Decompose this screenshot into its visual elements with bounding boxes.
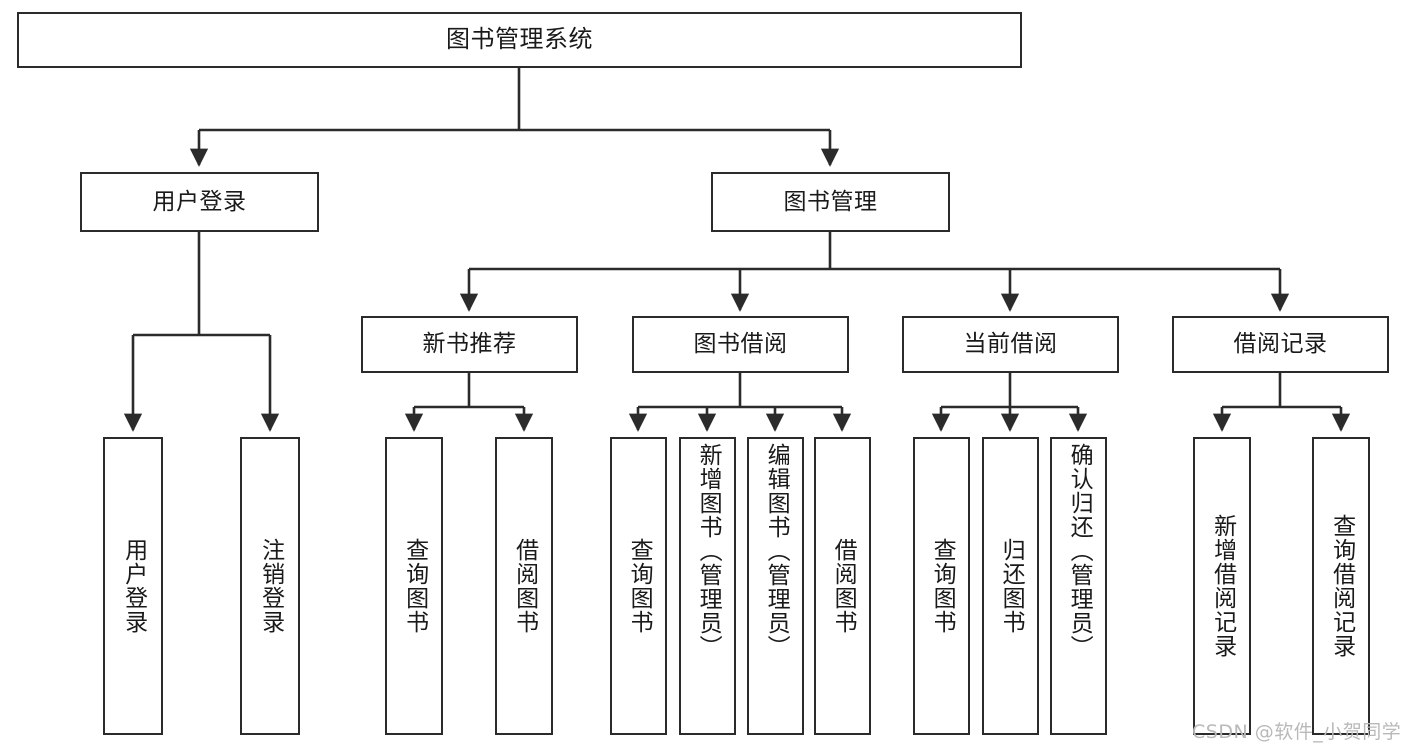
leaf-text-wrap: 借阅图书 xyxy=(497,439,551,733)
node-label: 归还图书 xyxy=(998,538,1025,634)
node-leaf-query-book-current[interactable]: 查询图书 xyxy=(913,437,970,735)
leaf-text-wrap: 借阅图书 xyxy=(816,439,869,733)
leaf-text-wrap: 归还图书 xyxy=(984,439,1037,733)
node-new-book-recommend[interactable]: 新书推荐 xyxy=(361,316,578,373)
node-leaf-borrow-book-recommend[interactable]: 借阅图书 xyxy=(495,437,553,735)
node-user-login[interactable]: 用户登录 xyxy=(80,172,319,232)
leaf-text-wrap: 查询借阅记录 xyxy=(1314,439,1368,733)
node-label: 查询图书 xyxy=(626,538,653,634)
node-label: 编辑图书（管理员） xyxy=(763,443,790,659)
node-label: 借阅图书 xyxy=(511,538,538,634)
node-label: 注销登录 xyxy=(257,538,284,634)
node-label: 当前借阅 xyxy=(963,331,1058,358)
node-leaf-edit-book-admin[interactable]: 编辑图书（管理员） xyxy=(747,437,804,735)
node-label: 借阅记录 xyxy=(1233,331,1328,358)
node-borrow-record[interactable]: 借阅记录 xyxy=(1172,316,1389,373)
node-label: 用户登录 xyxy=(120,538,147,634)
leaf-text-wrap: 注销登录 xyxy=(242,439,298,733)
node-leaf-add-borrow-record[interactable]: 新增借阅记录 xyxy=(1193,437,1251,735)
node-label: 查询图书 xyxy=(401,538,428,634)
leaf-text-wrap: 编辑图书（管理员） xyxy=(749,439,802,737)
leaf-text-wrap: 查询图书 xyxy=(387,439,441,733)
leaf-text-wrap: 新增图书（管理员） xyxy=(681,439,734,737)
node-leaf-confirm-return-admin[interactable]: 确认归还（管理员） xyxy=(1050,437,1107,735)
node-label: 新增图书（管理员） xyxy=(695,443,722,659)
node-label: 图书管理系统 xyxy=(446,25,593,54)
node-book-management[interactable]: 图书管理 xyxy=(711,172,950,232)
node-leaf-add-book-admin[interactable]: 新增图书（管理员） xyxy=(679,437,736,735)
node-label: 查询借阅记录 xyxy=(1328,514,1355,658)
node-leaf-query-book[interactable]: 查询图书 xyxy=(610,437,667,735)
node-book-borrow[interactable]: 图书借阅 xyxy=(632,316,849,373)
node-label: 图书借阅 xyxy=(693,331,788,358)
node-leaf-return-book[interactable]: 归还图书 xyxy=(982,437,1039,735)
leaf-text-wrap: 查询图书 xyxy=(915,439,968,733)
node-label: 新书推荐 xyxy=(422,331,517,358)
leaf-text-wrap: 新增借阅记录 xyxy=(1195,439,1249,733)
leaf-text-wrap: 确认归还（管理员） xyxy=(1052,439,1105,737)
node-leaf-query-borrow-record[interactable]: 查询借阅记录 xyxy=(1312,437,1370,735)
node-label: 用户登录 xyxy=(152,188,247,215)
node-leaf-query-book-recommend[interactable]: 查询图书 xyxy=(385,437,443,735)
node-label: 确认归还（管理员） xyxy=(1066,443,1093,659)
node-label: 查询图书 xyxy=(929,538,956,634)
node-label: 借阅图书 xyxy=(830,538,857,634)
node-leaf-user-login[interactable]: 用户登录 xyxy=(103,437,163,735)
leaf-text-wrap: 查询图书 xyxy=(612,439,665,733)
node-label: 新增借阅记录 xyxy=(1209,514,1236,658)
csdn-watermark: CSDN @软件_小贺同学 xyxy=(1192,721,1402,743)
node-leaf-logout[interactable]: 注销登录 xyxy=(240,437,300,735)
node-root-book-management-system[interactable]: 图书管理系统 xyxy=(17,12,1022,68)
node-leaf-borrow-book[interactable]: 借阅图书 xyxy=(814,437,871,735)
node-current-borrow[interactable]: 当前借阅 xyxy=(902,316,1119,373)
leaf-text-wrap: 用户登录 xyxy=(105,439,161,733)
node-label: 图书管理 xyxy=(783,188,878,215)
